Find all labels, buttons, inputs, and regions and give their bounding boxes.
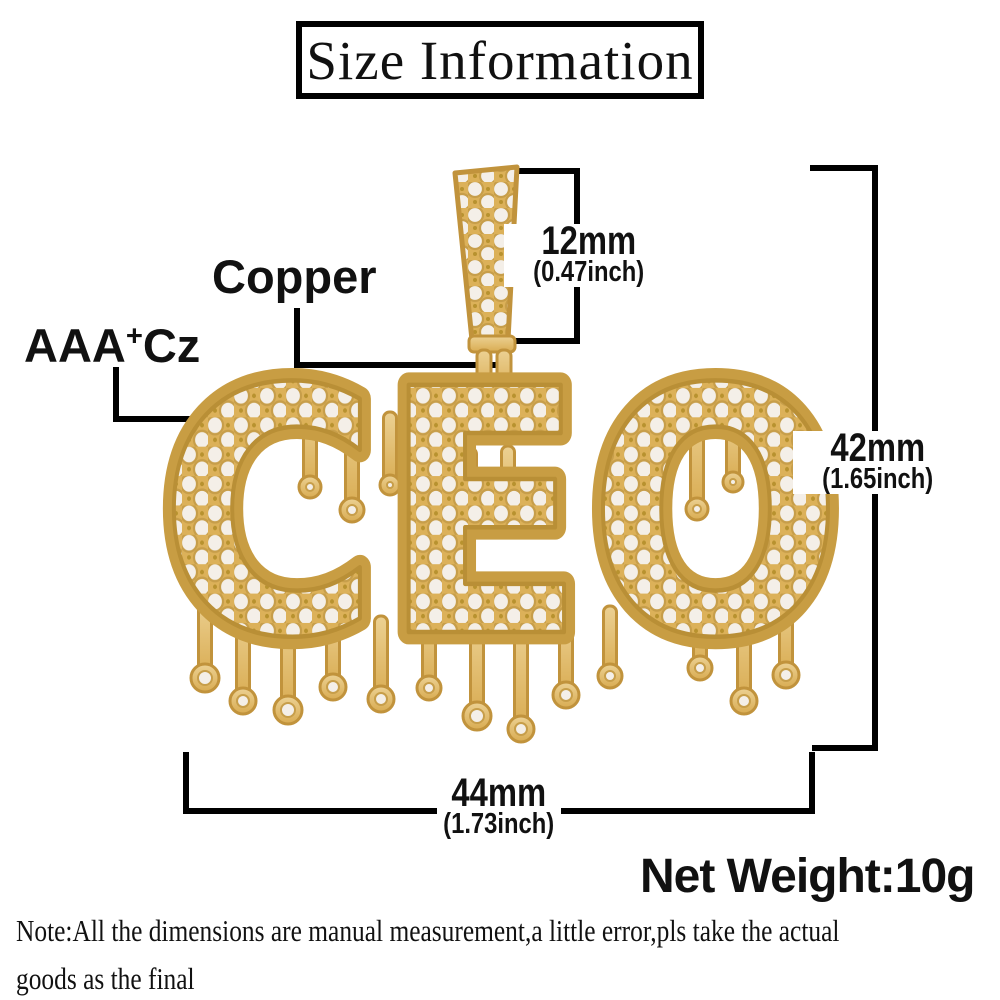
pendant-width-inch: (1.73inch)	[443, 808, 555, 840]
pendant-height-inch: (1.65inch)	[822, 463, 934, 495]
pendant-graphic: CEO CEO	[147, 164, 855, 744]
bail-width-dimension: 12mm (0.47inch)	[504, 219, 674, 288]
cz-leader-line	[113, 367, 322, 422]
title-box: Size Information	[296, 21, 704, 99]
copper-leader-line	[294, 308, 500, 368]
drips-layer	[189, 402, 801, 744]
pendant-width-mm: 44mm	[451, 771, 547, 815]
bail-width-inch: (0.47inch)	[533, 256, 645, 288]
bail-width-mm: 12mm	[541, 219, 637, 263]
pendant-hinge	[467, 334, 517, 396]
pendant-letters: CEO CEO	[147, 307, 855, 724]
stone-superscript: +	[125, 320, 143, 353]
note-line-2: goods as the final	[16, 961, 195, 996]
pendant-letters-outline: CEO	[159, 319, 845, 713]
note-line-1: Note:All the dimensions are manual measu…	[16, 913, 840, 948]
page-title: Size Information	[306, 29, 694, 91]
pendant-width-dimension: 44mm (1.73inch)	[437, 771, 561, 840]
stone-prefix: AAA	[24, 319, 126, 372]
pendant-height-mm: 42mm	[830, 426, 926, 470]
stone-suffix: Cz	[142, 319, 201, 372]
material-label: Copper	[212, 250, 377, 303]
net-weight-label: Net Weight:10g	[640, 850, 975, 903]
pendant-letters-pave: CEO	[159, 319, 845, 713]
stone-quality-label: AAA+Cz	[24, 318, 200, 373]
pendant-height-dimension: 42mm (1.65inch)	[793, 426, 963, 495]
